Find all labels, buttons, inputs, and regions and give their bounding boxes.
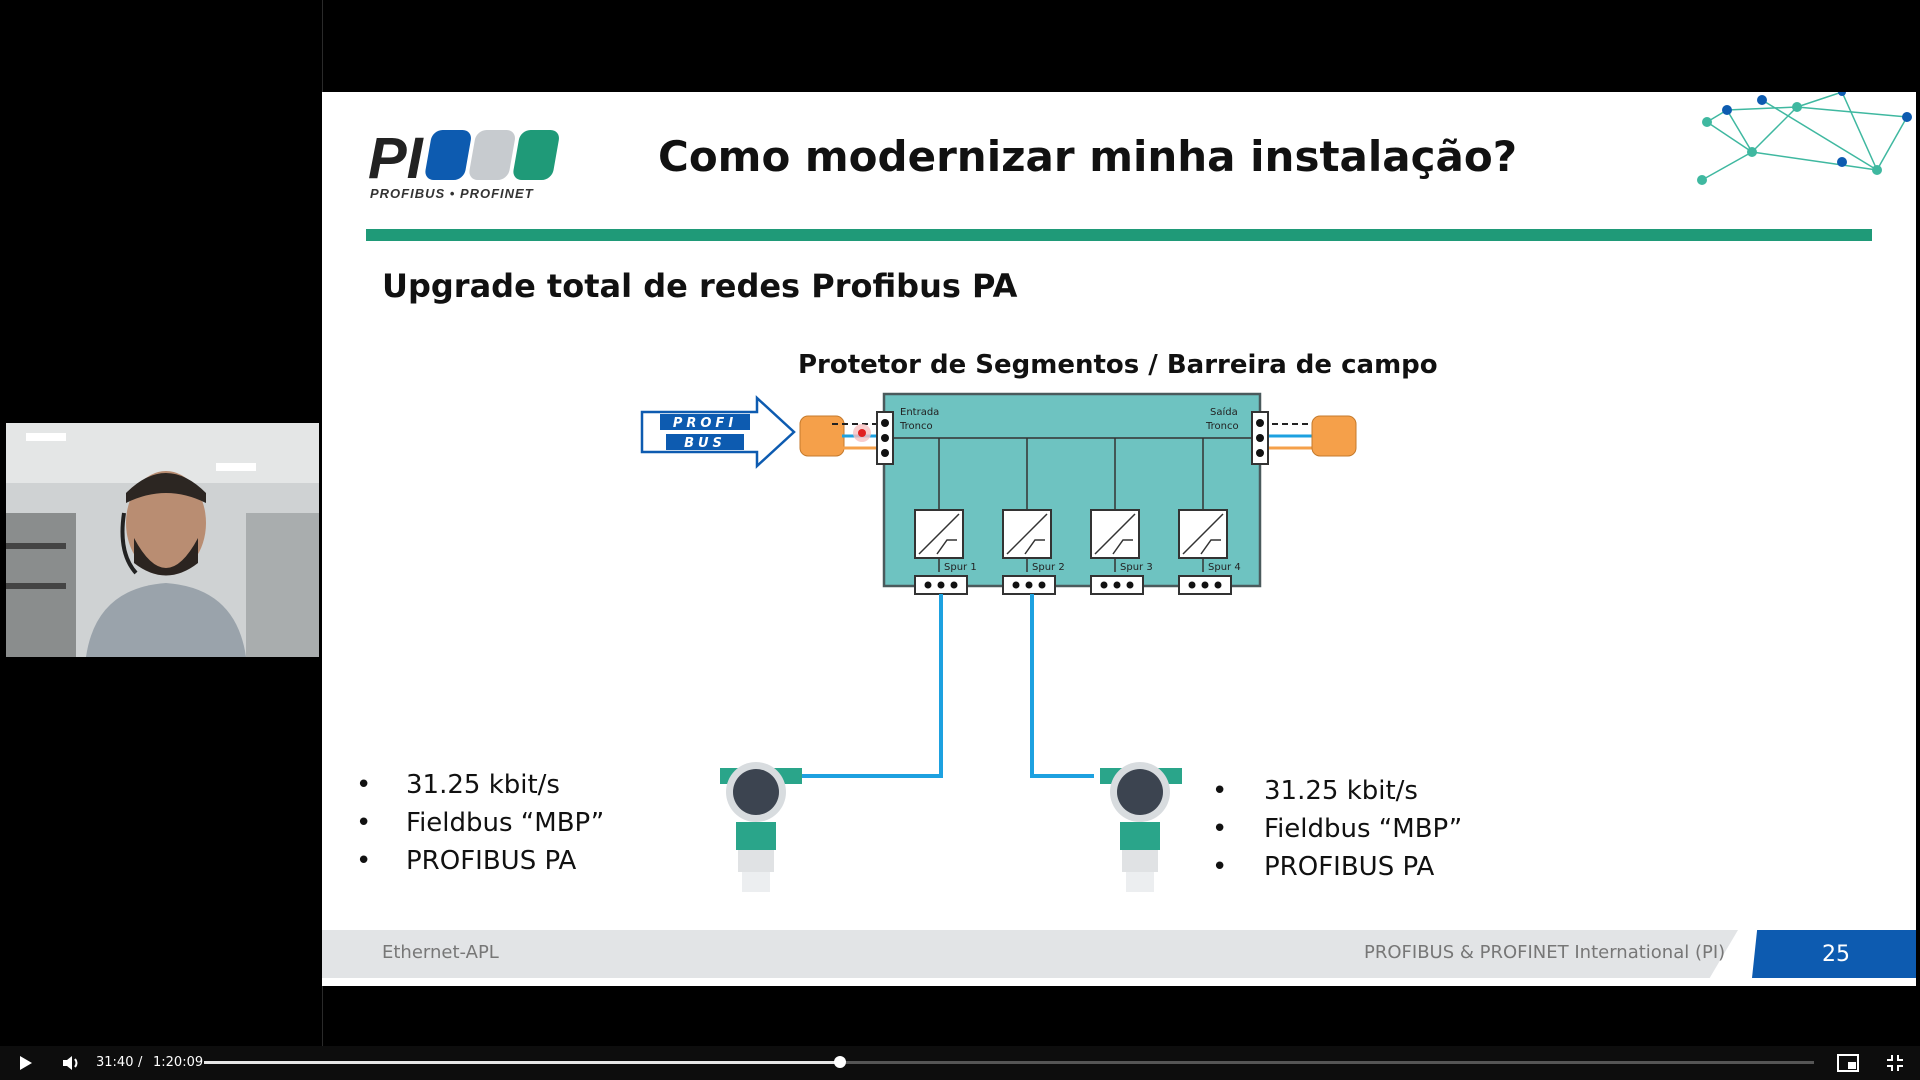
progress-thumb[interactable] (833, 1056, 846, 1068)
profibus-arrow-icon: PROFI BUS (640, 395, 796, 469)
bullet-dot: • (1212, 852, 1228, 882)
webcam-video[interactable] (6, 423, 319, 657)
pi-logo: PI PROFIBUS • PROFINET (368, 126, 559, 201)
exit-fullscreen-icon[interactable] (1884, 1052, 1906, 1074)
bullet-right-3: PROFIBUS PA (1264, 852, 1435, 882)
spur-module-2: Spur 2 (1002, 509, 1065, 595)
logo-caption: PROFIBUS • PROFINET (370, 186, 534, 201)
presentation-slide: PI PROFIBUS • PROFINET Como modernizar m… (322, 92, 1916, 986)
network-decoration-icon (1697, 92, 1912, 185)
progress-track[interactable] (204, 1061, 1814, 1064)
spur-module-3: Spur 3 (1090, 509, 1153, 595)
spur-label-4: Spur 4 (1208, 562, 1241, 573)
bullet-dot: • (1212, 814, 1228, 844)
slide-subtitle: Upgrade total de redes Profibus PA (382, 267, 1018, 305)
saida-label-1: Saída (1210, 406, 1238, 418)
page-number-badge (1752, 930, 1916, 978)
slide-footer-bar (322, 930, 1738, 978)
bullet-dot: • (356, 846, 372, 876)
progress-fill (204, 1061, 840, 1064)
webcam-image (6, 423, 319, 657)
picture-in-picture-icon[interactable] (1836, 1052, 1860, 1074)
entrada-label-1: Entrada (900, 407, 939, 418)
title-divider (366, 229, 1872, 241)
pressure-transmitter-icon-left (720, 762, 802, 892)
bullet-right-1: 31.25 kbit/s (1264, 776, 1418, 806)
time-total: 1:20:09 (153, 1055, 204, 1070)
spur-module-4: Spur 4 (1178, 509, 1241, 595)
volume-icon[interactable] (60, 1052, 82, 1074)
time-separator: / (138, 1055, 143, 1070)
footer-left-text: Ethernet-APL (382, 942, 499, 963)
footer-right-text: PROFIBUS & PROFINET International (PI) (1364, 942, 1726, 963)
bullet-left-2: Fieldbus “MBP” (406, 808, 605, 838)
bullet-left-1: 31.25 kbit/s (406, 770, 560, 800)
profibus-badge-bottom: BUS (684, 436, 726, 451)
profibus-badge-top: PROFI (673, 416, 737, 431)
bullet-dot: • (356, 770, 372, 800)
spur-label-3: Spur 3 (1120, 562, 1153, 573)
time-current: 31:40 (96, 1055, 134, 1070)
logo-mark: PI (368, 126, 425, 191)
diagram-title: Protetor de Segmentos / Barreira de camp… (798, 350, 1438, 380)
entrada-label-2: Tronco (899, 421, 933, 432)
play-icon[interactable] (14, 1052, 36, 1074)
spur-label-2: Spur 2 (1032, 562, 1065, 573)
spur-label-1: Spur 1 (944, 562, 977, 573)
segment-protector-diagram: PROFI BUS Entrada Tronco Saída Tronco (640, 392, 1357, 892)
spur-module-1: Spur 1 (914, 509, 977, 595)
bullet-dot: • (356, 808, 372, 838)
page-number: 25 (1822, 942, 1850, 967)
bullet-left-3: PROFIBUS PA (406, 846, 577, 876)
pressure-transmitter-icon-right (1100, 762, 1182, 892)
slide-title: Como modernizar minha instalação? (658, 132, 1518, 181)
saida-label-2: Tronco (1205, 421, 1239, 432)
bullet-right-2: Fieldbus “MBP” (1264, 814, 1463, 844)
bullet-dot: • (1212, 776, 1228, 806)
